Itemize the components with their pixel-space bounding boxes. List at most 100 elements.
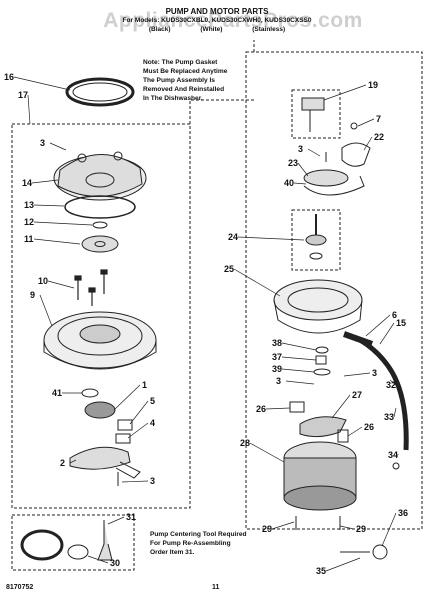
leader-line	[47, 280, 75, 289]
leader-line	[233, 268, 281, 297]
impeller	[81, 235, 119, 253]
callout-2: 2	[60, 458, 65, 468]
leader-line	[293, 182, 307, 185]
leader-line	[393, 407, 397, 418]
leader-line	[13, 76, 71, 91]
part-34	[392, 462, 400, 470]
callout-38: 38	[272, 338, 282, 348]
lower-pump-housing	[43, 311, 157, 370]
housing-seal	[64, 195, 136, 219]
leader-line	[285, 380, 315, 385]
callout-28: 28	[240, 438, 250, 448]
callout-3: 3	[372, 368, 377, 378]
callout-7: 7	[376, 114, 381, 124]
leader-line	[27, 94, 31, 125]
motor-assembly-box	[245, 51, 423, 530]
leader-line	[107, 516, 125, 525]
callout-14: 14	[22, 178, 32, 188]
part-37	[315, 355, 327, 365]
leader-line	[389, 379, 397, 386]
leader-line	[297, 162, 309, 177]
callout-3: 3	[40, 138, 45, 148]
leader-line	[127, 422, 149, 439]
leader-line	[323, 84, 367, 101]
tool-box	[11, 514, 135, 571]
callout-22: 22	[374, 132, 384, 142]
leader-line	[87, 555, 109, 564]
callout-6: 6	[392, 310, 397, 320]
callout-27: 27	[352, 390, 362, 400]
part-39	[313, 368, 331, 376]
part-24-box	[291, 209, 341, 271]
callout-11: 11	[24, 234, 34, 244]
callout-5: 5	[150, 396, 155, 406]
leader-line	[331, 394, 351, 419]
variant-white: (White)	[200, 26, 223, 33]
leader-line	[365, 314, 391, 337]
shaft-assembly-24	[305, 214, 327, 260]
leader-line	[363, 136, 373, 151]
callout-12: 12	[24, 217, 34, 227]
leader-line	[129, 400, 149, 425]
drain-hose-32-33	[342, 331, 409, 451]
part-38	[315, 346, 329, 354]
filter-screen	[84, 401, 116, 419]
callout-25: 25	[224, 264, 234, 274]
part-19-box	[291, 89, 341, 139]
leader-line	[265, 407, 291, 410]
leader-line	[249, 442, 285, 463]
part-36	[372, 544, 388, 560]
leader-line	[237, 236, 305, 241]
callout-33: 33	[384, 412, 394, 422]
leader-line	[33, 221, 93, 226]
upper-pump-housing	[53, 151, 147, 201]
diagram-title: PUMP AND MOTOR PARTS	[165, 7, 269, 16]
model-list: For Models: KUDS30CXBL0, KUDS30CXWH0, KU…	[122, 17, 312, 24]
callout-15: 15	[396, 318, 406, 328]
part-code: 8170752	[6, 584, 34, 591]
callout-35: 35	[316, 566, 326, 576]
callout-40: 40	[284, 178, 294, 188]
leader-line	[339, 525, 355, 530]
callout-3: 3	[276, 376, 281, 386]
callout-37: 37	[272, 352, 282, 362]
callout-4: 4	[150, 418, 155, 428]
centering-tool-31	[97, 520, 113, 561]
callout-32: 32	[386, 380, 396, 390]
callout-41: 41	[52, 388, 62, 398]
leader-line	[357, 118, 375, 127]
callout-26: 26	[364, 422, 374, 432]
clip-5	[117, 419, 133, 431]
leader-line	[343, 372, 371, 377]
part-27	[299, 416, 347, 438]
part-30-ring	[20, 529, 64, 561]
callout-13: 13	[24, 200, 34, 210]
variant-black: (Black)	[148, 26, 171, 33]
leader-line	[381, 512, 397, 547]
motor-bracket-23	[303, 169, 365, 196]
callout-30: 30	[110, 558, 120, 568]
callout-9: 9	[30, 290, 35, 300]
clip-4	[115, 433, 131, 444]
leader-line	[325, 557, 361, 572]
callout-31: 31	[126, 512, 136, 522]
leader-line	[33, 238, 81, 245]
leader-line	[69, 459, 77, 464]
callout-34: 34	[388, 450, 398, 460]
part-22	[341, 142, 371, 167]
leader-line	[33, 204, 65, 207]
callout-26: 26	[256, 404, 266, 414]
leader-line	[347, 426, 363, 437]
leader-line	[379, 322, 395, 345]
leader-line	[281, 368, 315, 373]
leader-line	[281, 342, 317, 351]
callout-17: 17	[18, 90, 28, 100]
watermark: AppliancePartsPros.com	[103, 9, 363, 32]
model-variants: (Black) (White) (Stainless)	[0, 26, 434, 34]
callout-10: 10	[38, 276, 48, 286]
part-26a	[289, 401, 305, 413]
